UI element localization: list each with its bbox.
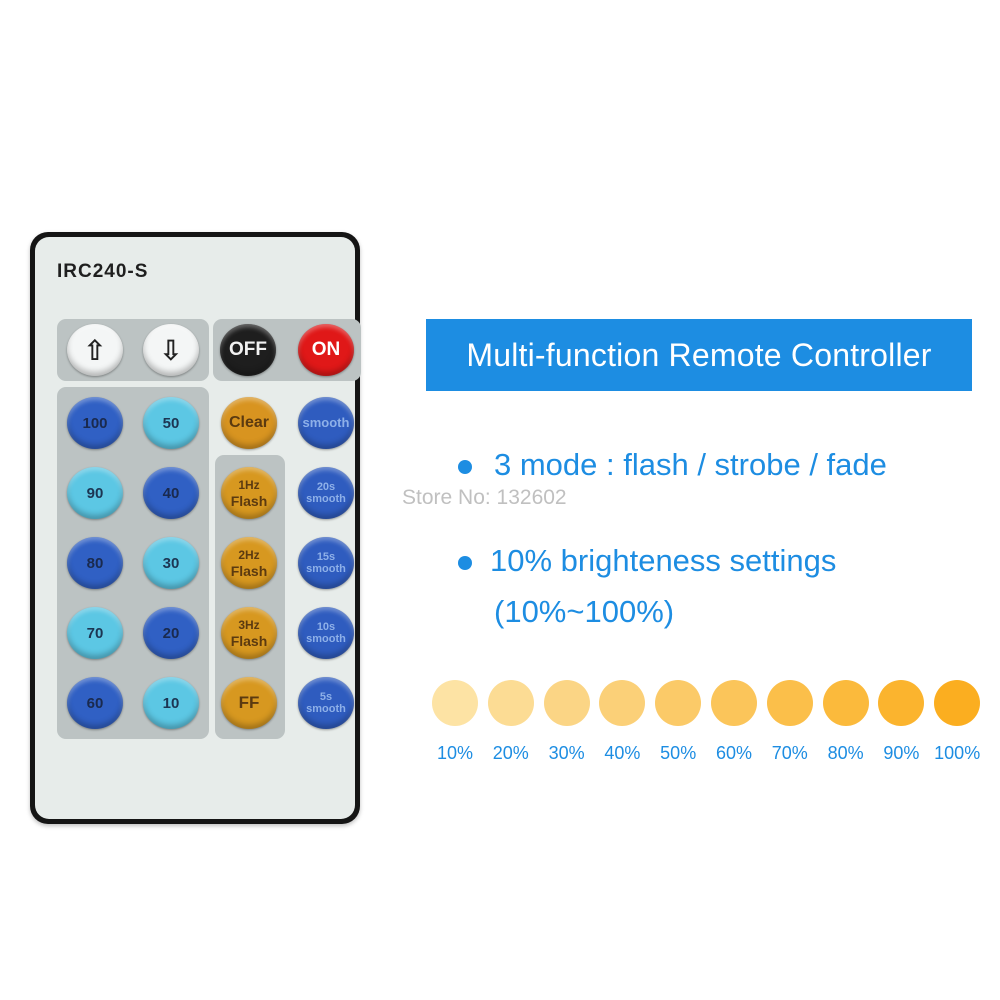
button-label: 50 xyxy=(162,414,180,432)
button-label-top: 10s xyxy=(316,621,336,633)
feature-brightness: 10% brighteness settings xyxy=(490,543,837,578)
brightness-level-label: 90% xyxy=(883,743,920,763)
smooth-10s-button[interactable]: 10s smooth xyxy=(298,607,354,659)
title-text: Multi-function Remote Controller xyxy=(466,336,932,373)
brightness-30-button[interactable]: 30 xyxy=(143,537,199,589)
brightness-level-label: 30% xyxy=(548,743,585,763)
on-button[interactable]: ON xyxy=(298,324,354,376)
brightness-level-dot xyxy=(487,680,534,726)
bullet-dot xyxy=(458,556,472,570)
store-watermark: Store No: 132602 xyxy=(402,486,567,509)
button-label: 20 xyxy=(162,624,180,642)
button-label: 30 xyxy=(162,554,180,572)
button-label-top: 2Hz xyxy=(238,548,260,562)
brightness-down-button[interactable]: ⇩ xyxy=(143,324,199,376)
brightness-20-button[interactable]: 20 xyxy=(143,607,199,659)
remote-controller: IRC240-S ⇧ ⇩ OFF ON 100 50 90 40 xyxy=(30,232,361,824)
brightness-60-button[interactable]: 60 xyxy=(67,677,123,729)
brightness-level-dot xyxy=(934,680,981,726)
title-banner: Multi-function Remote Controller xyxy=(426,319,972,391)
smooth-15s-button[interactable]: 15s smooth xyxy=(298,537,354,589)
brightness-90-button[interactable]: 90 xyxy=(67,467,123,519)
button-label-bottom: Flash xyxy=(230,493,268,509)
brightness-up-button[interactable]: ⇧ xyxy=(67,324,123,376)
button-label: 90 xyxy=(86,484,104,502)
button-label: smooth xyxy=(302,415,350,430)
button-label: 70 xyxy=(86,624,104,642)
brightness-level-label: 100% xyxy=(934,743,981,763)
smooth-5s-button[interactable]: 5s smooth xyxy=(298,677,354,729)
button-label-top: 15s xyxy=(316,551,336,563)
clear-button[interactable]: Clear xyxy=(221,397,277,449)
button-label-bottom: smooth xyxy=(306,633,346,645)
feature-mode: 3 mode : flash / strobe / fade xyxy=(494,447,887,482)
brightness-level-dot xyxy=(711,680,757,726)
brightness-level-dot xyxy=(432,680,478,726)
button-label: Clear xyxy=(228,414,270,431)
brightness-level-label: 20% xyxy=(492,743,529,763)
button-label-bottom: smooth xyxy=(306,563,346,575)
brightness-level-label: 10% xyxy=(436,743,474,763)
brightness-level-dot xyxy=(822,680,869,726)
flash-2hz-button[interactable]: 2Hz Flash xyxy=(221,537,277,589)
smooth-20s-button[interactable]: 20s smooth xyxy=(298,467,354,519)
ff-button[interactable]: FF xyxy=(221,677,277,729)
brightness-50-button[interactable]: 50 xyxy=(143,397,199,449)
smooth-button[interactable]: smooth xyxy=(298,397,354,449)
button-label-top: 3Hz xyxy=(238,618,260,632)
button-label: 80 xyxy=(86,554,104,572)
button-label-bottom: smooth xyxy=(306,493,346,505)
button-label: FF xyxy=(238,693,260,712)
on-label: ON xyxy=(311,339,341,360)
off-button[interactable]: OFF xyxy=(220,324,276,376)
brightness-70-button[interactable]: 70 xyxy=(67,607,123,659)
bullet-dot xyxy=(458,460,472,474)
brightness-80-button[interactable]: 80 xyxy=(67,537,123,589)
button-label: 40 xyxy=(162,484,180,502)
flash-1hz-button[interactable]: 1Hz Flash xyxy=(221,467,277,519)
model-label: IRC240-S xyxy=(57,261,149,282)
button-label: 100 xyxy=(82,414,108,432)
down-arrow-icon: ⇩ xyxy=(159,334,183,366)
brightness-level-label: 60% xyxy=(715,743,753,763)
brightness-level-label: 80% xyxy=(827,743,864,763)
brightness-level-dot xyxy=(878,680,925,726)
brightness-10-button[interactable]: 10 xyxy=(143,677,199,729)
flash-3hz-button[interactable]: 3Hz Flash xyxy=(221,607,277,659)
brightness-level-dot xyxy=(655,680,702,726)
button-label-bottom: Flash xyxy=(230,633,268,649)
brightness-level-dot xyxy=(599,680,646,726)
button-label-bottom: smooth xyxy=(306,703,346,715)
button-label: 60 xyxy=(86,694,104,712)
button-label-bottom: Flash xyxy=(230,563,268,579)
brightness-level-dot xyxy=(543,680,590,726)
button-label-top: 5s xyxy=(319,691,333,703)
brightness-level-dot xyxy=(766,680,813,726)
button-label: 10 xyxy=(162,694,180,712)
brightness-level-label: 40% xyxy=(604,743,641,763)
brightness-level-label: 50% xyxy=(660,743,697,763)
feature-brightness-range: (10%~100%) xyxy=(494,594,675,629)
button-label-top: 20s xyxy=(316,481,336,493)
remote-face: IRC240-S ⇧ ⇩ OFF ON 100 50 90 40 xyxy=(35,237,361,819)
button-label-top: 1Hz xyxy=(238,478,260,492)
brightness-level-label: 70% xyxy=(771,743,808,763)
brightness-40-button[interactable]: 40 xyxy=(143,467,199,519)
up-arrow-icon: ⇧ xyxy=(83,334,107,366)
brightness-100-button[interactable]: 100 xyxy=(67,397,123,449)
off-label: OFF xyxy=(229,339,267,360)
